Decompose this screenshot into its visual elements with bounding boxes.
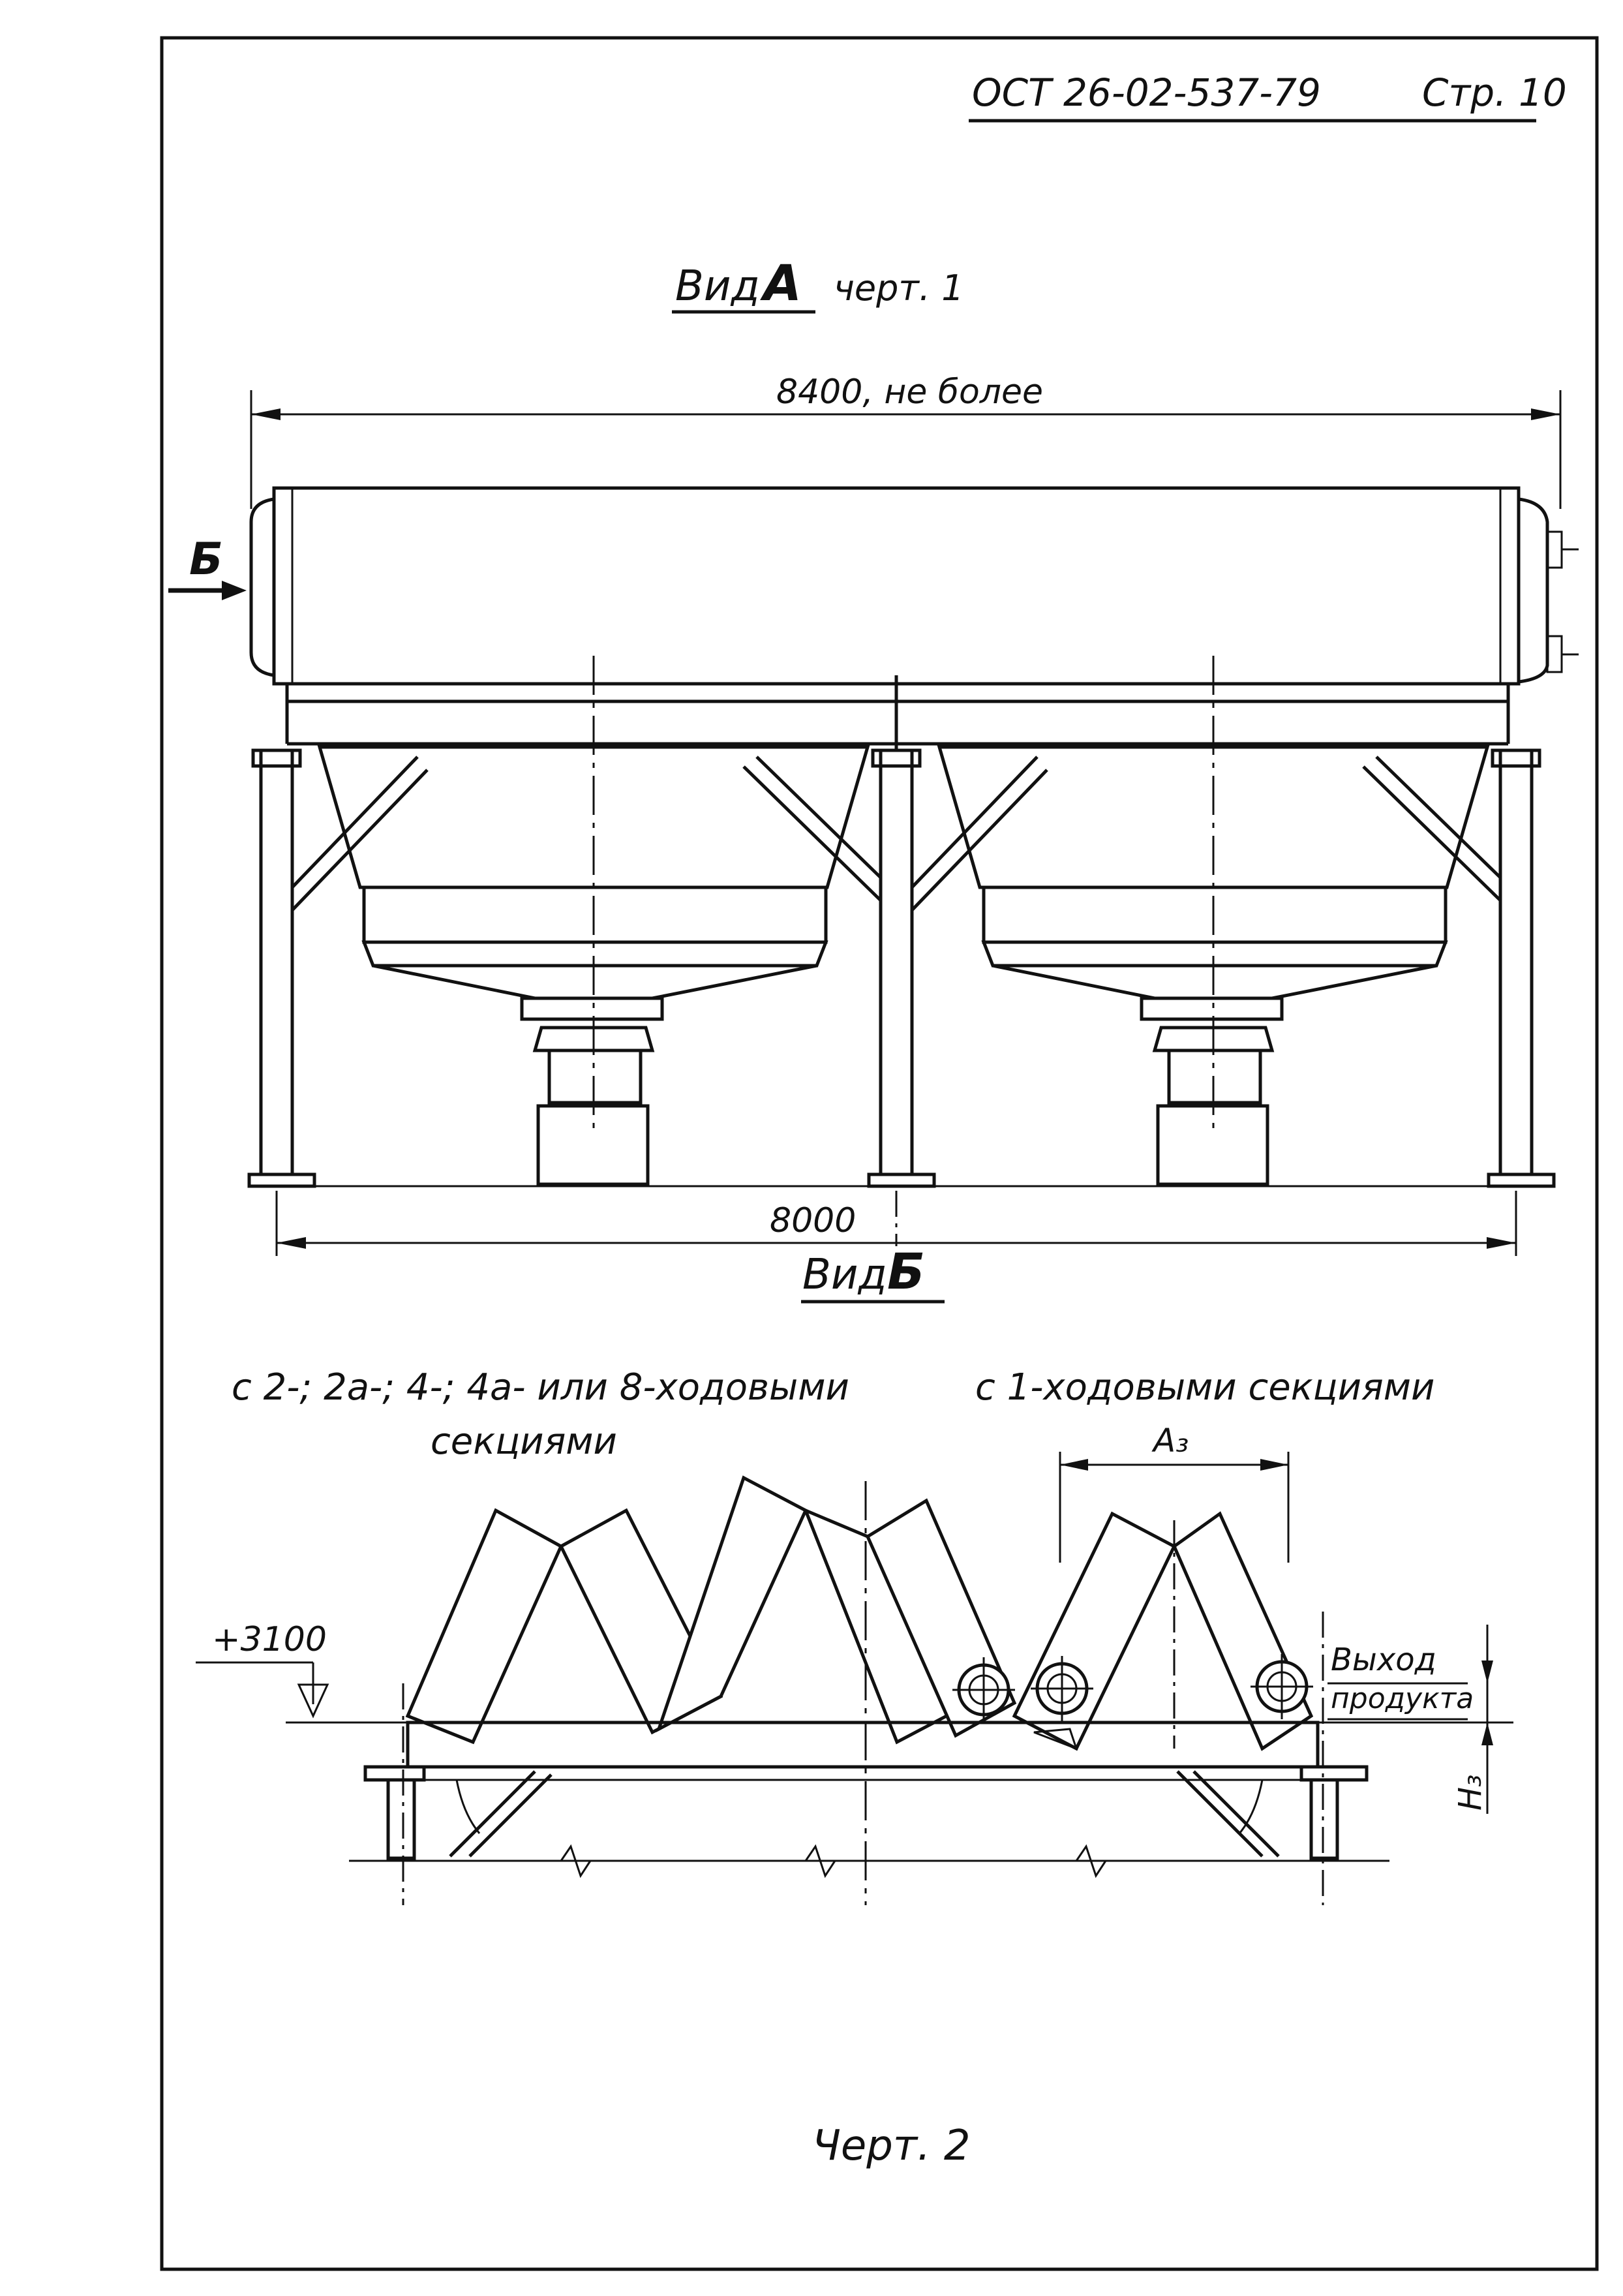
outlet-label-line2: продукта <box>1331 1682 1474 1715</box>
view-b-title-word: Вид <box>802 1251 887 1299</box>
caption-multi-pass: с 2-; 2а-; 4-; 4а- или 8-ходовыми <box>232 1366 849 1409</box>
caption-multi-pass-line2: секциями <box>431 1420 617 1463</box>
fan-unit-left <box>291 656 882 1186</box>
view-a-title-ref: черт. 1 <box>834 268 964 309</box>
air-cooler-header <box>249 486 1579 746</box>
page-label: Стр. 10 <box>1422 70 1567 115</box>
dimension-a3: А₃ <box>1059 1422 1290 1563</box>
dim-h3-label: Н₃ <box>1452 1775 1489 1811</box>
elevation-label: +3100 <box>212 1620 327 1659</box>
dimension-column-span: 8000 <box>275 1191 1517 1256</box>
view-a-title-letter: А <box>760 254 802 312</box>
view-a-title: Вид А черт. 1 <box>672 254 964 314</box>
dim-bottom-label: 8000 <box>770 1201 856 1240</box>
caption-single-pass: с 1-ходовыми секциями <box>975 1366 1434 1409</box>
outlet-nozzles <box>952 1654 1313 1722</box>
view-a-title-word: Вид <box>675 262 760 311</box>
tube-sections <box>405 1475 1314 1905</box>
support-columns <box>247 675 1556 1188</box>
section-arrow-b: Б <box>168 534 247 600</box>
sheet-frame <box>160 36 1599 2271</box>
view-b-title-letter: Б <box>887 1242 925 1300</box>
dimension-overall-length: 8400, не более <box>250 373 1562 509</box>
dim-a3-label: А₃ <box>1151 1422 1189 1460</box>
outlet-label-line1: Выход <box>1331 1642 1436 1678</box>
outlet-annotation: Выход продукта Н₃ <box>1318 1625 1513 1814</box>
section-letter: Б <box>189 534 223 585</box>
dim-top-label: 8400, не более <box>776 373 1043 412</box>
doc-code: ОСТ 26-02-537-79 <box>972 70 1321 115</box>
view-b-title: Вид Б <box>801 1242 945 1304</box>
drawing-label: Черт. 2 <box>812 2122 971 2170</box>
support-frame <box>349 1612 1389 1905</box>
elevation-mark: +3100 <box>196 1620 408 1724</box>
fan-unit-right <box>911 656 1502 1186</box>
